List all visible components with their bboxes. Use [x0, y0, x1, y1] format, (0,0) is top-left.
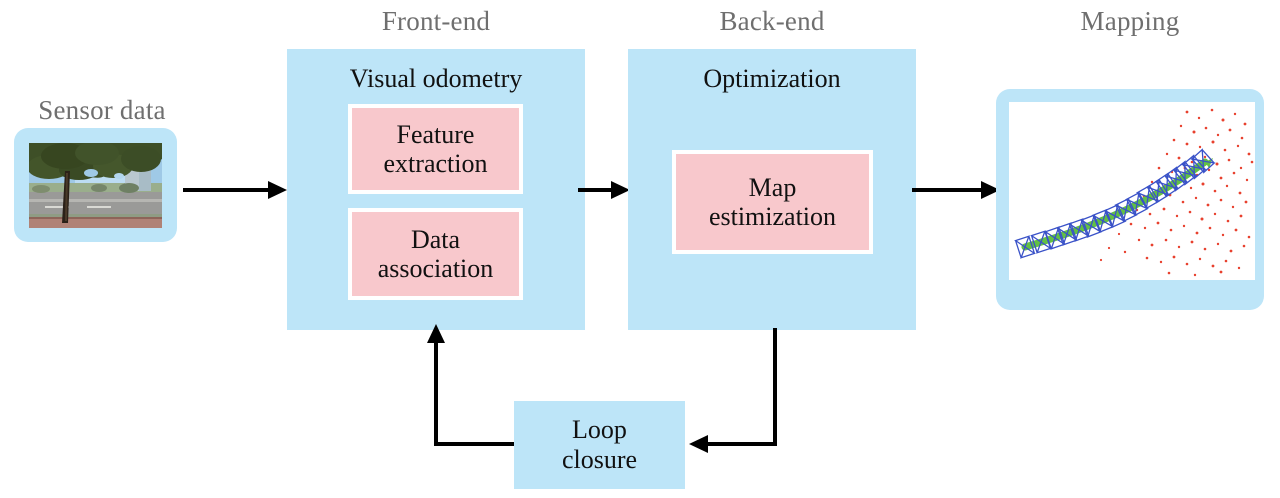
street-scene-image [29, 143, 162, 228]
mapping-visualization-frame [1009, 102, 1255, 280]
loop-closure-line2: closure [561, 445, 638, 474]
feature-extraction-line1: Feature [396, 119, 475, 149]
data-association-line2: association [377, 254, 494, 283]
map-estimization-line2: estimization [708, 202, 837, 231]
arrow-loop-closure-to-frontend [427, 324, 514, 446]
data-association-label: Data association [378, 225, 494, 283]
arrow-sensor-to-frontend [183, 181, 287, 199]
slam-point-cloud-image [1009, 102, 1255, 280]
feature-extraction-line2: extraction [383, 149, 488, 178]
sensor-data-thumbnail [29, 143, 162, 228]
arrow-backend-to-loop-closure [689, 328, 777, 453]
camera-frustums [1014, 148, 1216, 259]
map-estimization-box[interactable]: Map estimization [672, 150, 873, 254]
map-estimization-line1: Map [748, 172, 797, 202]
arrow-frontend-to-backend [578, 181, 630, 199]
data-association-box[interactable]: Data association [348, 208, 523, 300]
caption-sensor-data: Sensor data [38, 95, 166, 125]
loop-closure-label: Loop closure [562, 415, 637, 475]
data-association-line1: Data [410, 224, 461, 254]
map-estimization-label: Map estimization [709, 173, 836, 231]
feature-extraction-label: Feature extraction [384, 120, 488, 178]
caption-front-end: Front-end [381, 6, 491, 36]
loop-closure-line1: Loop [572, 415, 627, 445]
trajectory-line [1021, 158, 1209, 251]
back-end-panel-title: Optimization [703, 64, 841, 93]
loop-closure-box[interactable]: Loop closure [514, 401, 685, 489]
caption-back-end: Back-end [719, 6, 825, 36]
feature-extraction-box[interactable]: Feature extraction [348, 104, 523, 194]
caption-mapping: Mapping [1080, 6, 1180, 36]
arrow-backend-to-mapping [912, 181, 1000, 199]
front-end-panel-title: Visual odometry [349, 64, 523, 93]
